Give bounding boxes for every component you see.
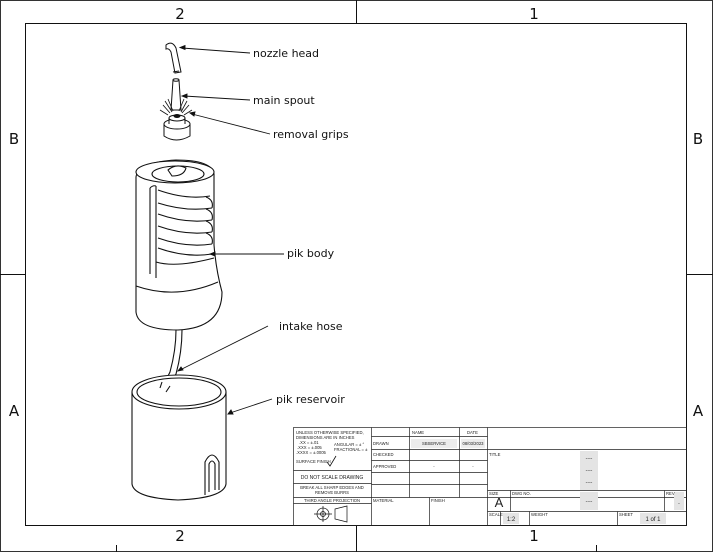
title-value-1: ---- [586,456,593,462]
size-value: A [495,495,504,510]
row-approved: APPROVED [373,464,396,469]
drawn-name-field [411,439,457,448]
tolerance-line-1: UNLESS OTHERWISE SPECIFIED, [296,430,364,435]
zone-left-b: B [9,130,19,148]
pik-body-part [135,159,223,331]
surface-finish-label: SURFACE FINISH [296,459,331,464]
dwg-value-field [580,492,598,510]
break-edges-line-1: BREAK ALL SHARP EDGES AND [300,485,364,490]
nozzle-head-part [165,42,182,74]
row-checked: CHECKED [373,452,393,457]
sheet-value: 1 of 1 [645,517,661,523]
title-label: TITLE [489,452,501,457]
approved-name: - [433,464,435,469]
callout-pik-reservoir: pik reservoir [276,393,345,406]
tolerance-angular: ANGULAR = ± ° [334,442,364,447]
zone-bottom-2: 2 [175,527,185,545]
title-value-field [580,451,598,490]
rev-value-field [674,492,684,510]
rev-label: REV [666,491,675,496]
zone-top-2: 2 [175,5,185,23]
break-edges-line-2: REMOVE BURRS [315,490,349,495]
zone-right-b: B [693,130,703,148]
material-label: MATERIAL [373,498,394,503]
header-name: NAME [412,430,424,435]
weight-label: WEIGHT [531,512,548,517]
title-value-2: ---- [586,468,593,474]
dwg-label: DWG NO. [512,491,531,496]
header-date: DATE [467,430,478,435]
title-value-3: ---- [586,480,593,486]
tolerance-line-4: .XXX = ±.005 [297,445,322,450]
size-label: SIZE [489,491,499,496]
removal-grips-part [163,114,191,141]
dwg-value: ---- [586,499,593,505]
drawn-name: SBSERVICE [422,441,446,446]
callout-intake-hose: intake hose [279,320,343,333]
rev-value: - [678,501,680,507]
drawn-date-field [461,439,485,448]
leader-lines [176,44,284,415]
callout-pik-body: pik body [287,247,335,260]
sheet-label: SHEET [619,512,633,517]
drawn-date: 08/03/2023 [463,441,485,446]
title-block [293,427,687,526]
surface-finish-icon [326,455,337,467]
callout-main-spout: main spout [253,94,315,107]
tolerance-line-3: .XX = ±.01 [299,440,319,445]
zone-right-a: A [693,402,704,420]
zone-left-a: A [9,402,20,420]
row-drawn: DRAWN [373,441,389,446]
zone-bottom-1: 1 [529,527,539,545]
do-not-scale-label: DO NOT SCALE DRAWING [301,475,364,481]
callout-nozzle-head: nozzle head [253,47,319,60]
pik-reservoir-part [131,374,227,501]
callout-removal-grips: removal grips [273,128,349,141]
zone-top-1: 1 [529,5,539,23]
projection-label: THIRD ANGLE PROJECTION [304,498,360,503]
projection-symbol-icon [314,505,348,523]
tolerance-fractional: FRACTIONAL = ± [334,447,368,452]
finish-label: FINISH [431,498,445,503]
approved-date: - [472,464,474,469]
scale-value-field [503,513,519,524]
tolerance-line-2: DIMENSIONS ARE IN INCHES [296,435,355,440]
scale-label: SCALE [489,512,503,517]
intake-hose-part [163,329,183,387]
scale-value: 1:2 [507,517,516,523]
sheet-value-field [640,513,666,524]
main-spout-part [159,78,193,116]
tolerance-line-5: .XXXX = ±.0005 [296,450,327,455]
